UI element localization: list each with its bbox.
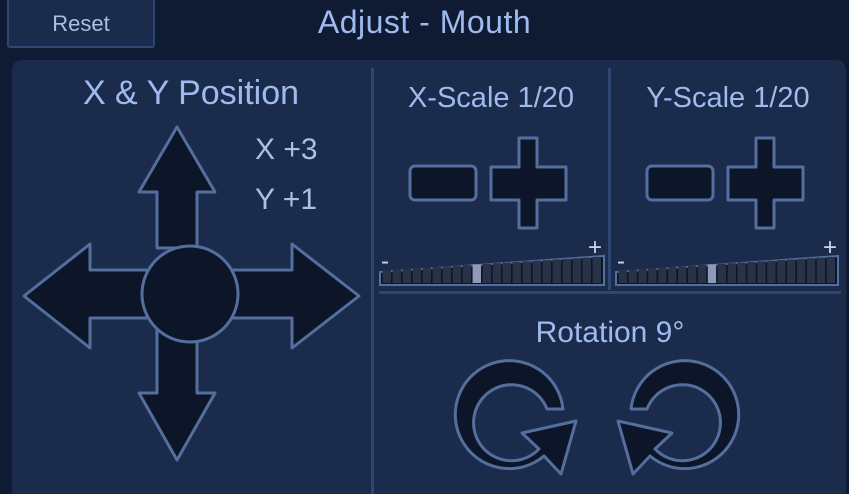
x-scale-slider-segment <box>442 266 451 283</box>
y-scale-slider-segment <box>787 259 796 283</box>
x-scale-slider-segment <box>412 268 421 283</box>
y-scale-slider-segment <box>737 262 746 283</box>
move-right-arrow-icon[interactable] <box>226 242 361 350</box>
y-scale-slider-segment <box>747 262 756 283</box>
horizontal-divider <box>379 291 841 294</box>
x-scale-minus-icon[interactable] <box>408 164 478 202</box>
y-scale-slider-segment <box>806 258 816 283</box>
x-scale-slider-segment <box>542 260 551 283</box>
position-dpad <box>22 125 361 462</box>
x-scale-slider-segment <box>432 266 441 283</box>
x-scale-controls <box>408 136 568 230</box>
x-scale-slider-segment <box>552 259 561 283</box>
y-scale-max-mark: + <box>823 234 838 261</box>
y-scale-slider-segment <box>628 269 637 283</box>
x-scale-slider-segment <box>492 263 501 283</box>
x-scale-slider-segment <box>422 267 431 283</box>
y-scale-slider-segment <box>618 270 627 283</box>
y-scale-slider-segment <box>757 261 766 283</box>
y-scale-slider-segment <box>688 265 697 283</box>
x-scale-slider[interactable] <box>379 253 605 286</box>
y-scale-slider-segment <box>678 266 687 283</box>
x-scale-slider-segment <box>572 258 581 283</box>
move-down-arrow-icon[interactable] <box>137 328 217 462</box>
x-scale-slider-segment <box>512 262 521 283</box>
y-scale-slider-segment <box>668 266 677 283</box>
x-scale-min-mark: - <box>381 248 389 275</box>
y-scale-slider-segment <box>816 257 826 283</box>
x-scale-slider-segment <box>522 261 531 283</box>
y-scale-slider-segment <box>727 263 736 283</box>
y-scale-slider-segment <box>826 257 835 283</box>
y-scale-slider-thumb <box>707 264 717 283</box>
y-scale-label: Y-Scale 1/20 <box>646 82 810 114</box>
x-scale-slider-segment <box>502 262 511 283</box>
x-scale-max-mark: + <box>588 234 603 261</box>
y-scale-slider-segment <box>797 258 806 283</box>
x-scale-slider-segment <box>532 260 541 283</box>
x-scale-slider-segment <box>462 265 471 283</box>
y-scale-minus-icon[interactable] <box>645 164 715 202</box>
y-scale-slider-segment <box>777 260 786 283</box>
x-scale-slider-segment <box>392 269 401 283</box>
y-scale-slider-segment <box>658 267 667 283</box>
dpad-center-circle <box>140 244 240 344</box>
x-scale-plus-icon[interactable] <box>489 136 568 230</box>
y-scale-slider[interactable] <box>615 253 839 286</box>
x-scale-slider-segment <box>382 270 391 283</box>
x-scale-slider-segment <box>592 257 601 283</box>
move-up-arrow-icon[interactable] <box>137 125 217 250</box>
rotation-controls <box>453 359 741 476</box>
x-scale-label: X-Scale 1/20 <box>407 82 575 114</box>
y-scale-slider-segment <box>717 263 726 283</box>
adjust-panel: X & Y Position X +3 Y +1 X-Scale 1/20 - … <box>12 60 846 494</box>
y-scale-slider-segment <box>648 268 657 283</box>
x-position-readout: X +3 <box>255 133 318 166</box>
vertical-divider-main <box>371 68 374 494</box>
y-scale-controls <box>645 136 805 230</box>
y-scale-slider-segment <box>767 260 776 283</box>
y-scale-min-mark: - <box>617 248 625 275</box>
y-scale-slider-segment <box>697 265 707 283</box>
x-scale-slider-segment <box>582 257 591 283</box>
rotate-counterclockwise-icon[interactable] <box>453 359 578 476</box>
x-scale-slider-segment <box>402 268 411 283</box>
x-scale-slider-segment <box>452 265 461 283</box>
x-scale-slider-thumb <box>472 264 481 283</box>
x-scale-slider-segment <box>562 258 571 283</box>
position-label: X & Y Position <box>82 74 300 112</box>
reset-button[interactable]: Reset <box>7 0 155 48</box>
move-left-arrow-icon[interactable] <box>22 242 149 350</box>
rotation-label: Rotation 9° <box>535 316 685 349</box>
vertical-divider-scale <box>608 68 611 290</box>
y-position-readout: Y +1 <box>255 183 318 216</box>
page-title: Adjust - Mouth <box>317 4 532 40</box>
rotate-clockwise-icon[interactable] <box>616 359 741 476</box>
y-scale-slider-segment <box>638 268 647 283</box>
y-scale-plus-icon[interactable] <box>726 136 805 230</box>
x-scale-slider-segment <box>482 263 491 283</box>
